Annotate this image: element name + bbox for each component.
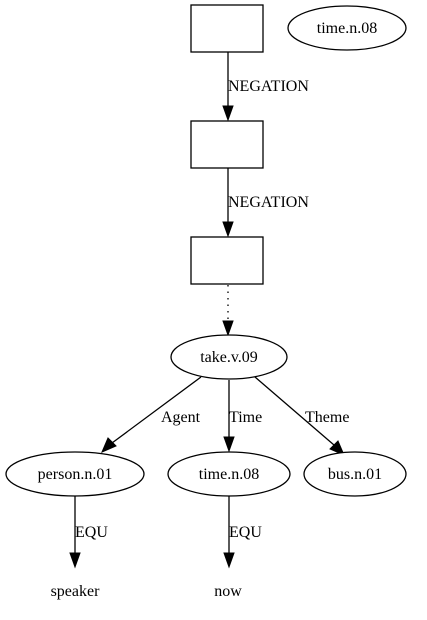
agent-edge (111, 376, 202, 444)
box-3 (190, 236, 264, 285)
box-2 (190, 120, 264, 169)
negation-label-2: NEGATION (228, 194, 309, 211)
equ-label-1: EQU (75, 524, 108, 541)
box-1 (190, 4, 264, 53)
person-node-label: person.n.01 (38, 466, 113, 483)
theme-label: Theme (305, 409, 349, 426)
negation-arrow-2 (222, 221, 234, 238)
bus-node-label: bus.n.01 (328, 466, 382, 483)
equ-label-2: EQU (229, 524, 262, 541)
time-edge-label: Time (229, 409, 262, 426)
time-node-top-label: time.n.08 (317, 20, 377, 37)
time-node-label: time.n.08 (199, 466, 259, 483)
time-node-top-ellipse (287, 5, 407, 51)
theme-edge (254, 376, 335, 446)
speaker-label: speaker (51, 583, 101, 600)
time-arrow (223, 436, 235, 453)
equ-arrow-1 (69, 552, 81, 569)
dotted-arrow (222, 320, 234, 337)
theme-arrow (329, 440, 345, 456)
now-label: now (214, 583, 242, 600)
negation-arrow-1 (222, 105, 234, 122)
agent-arrow (101, 437, 117, 453)
agent-label: Agent (161, 409, 201, 426)
equ-arrow-2 (223, 552, 235, 569)
take-node-label: take.v.09 (200, 349, 258, 366)
bus-node-ellipse (303, 451, 407, 497)
take-node-ellipse (170, 334, 288, 380)
negation-label-1: NEGATION (228, 78, 309, 95)
